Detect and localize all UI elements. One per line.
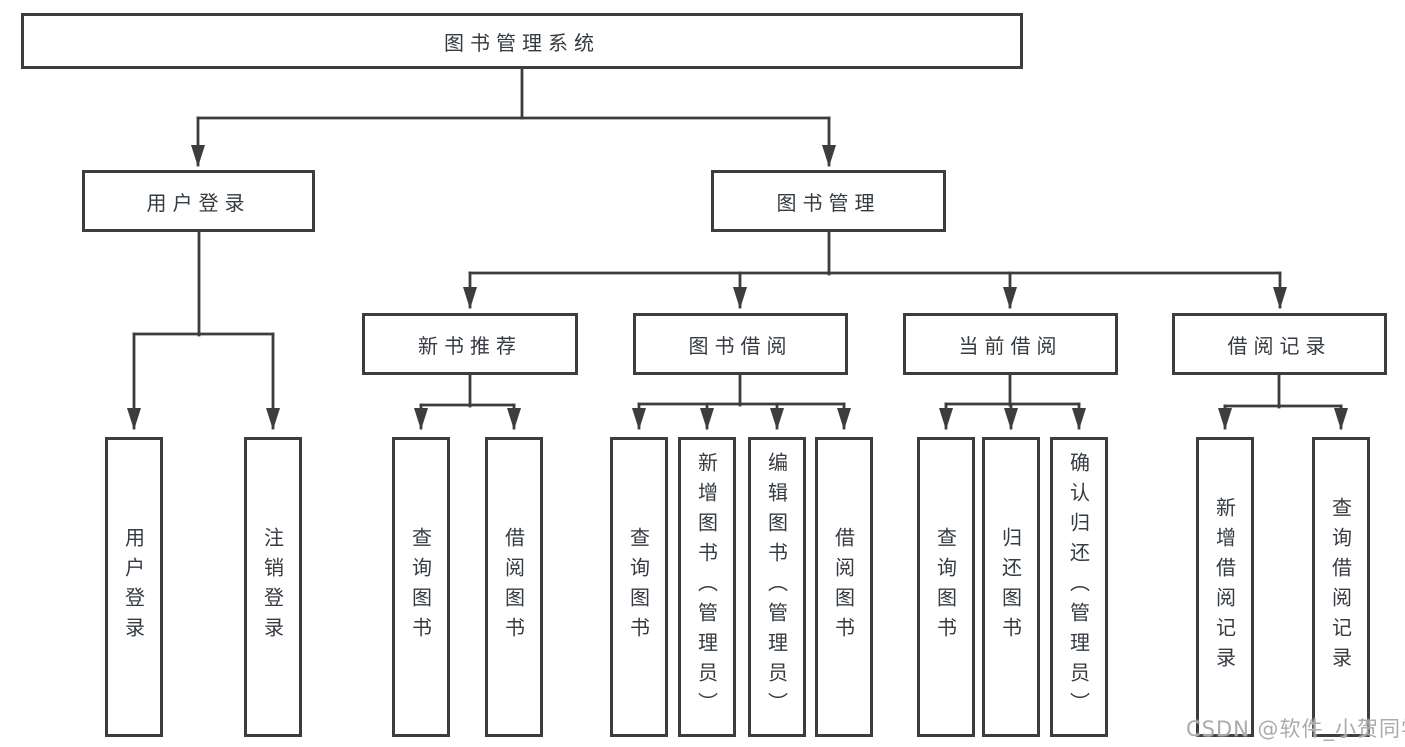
leaf-add-borrow-record: 新增借阅记录 [1196, 437, 1254, 737]
node-book-borrow: 图书借阅 [633, 313, 848, 375]
node-book-management: 图书管理 [711, 170, 946, 232]
leaf-query-books-1: 查询图书 [392, 437, 450, 737]
leaf-return-books: 归还图书 [982, 437, 1040, 737]
leaf-borrow-books-2: 借阅图书 [815, 437, 873, 737]
node-current-borrow: 当前借阅 [903, 313, 1118, 375]
leaf-edit-book-admin: 编辑图书（管理员） [748, 437, 806, 737]
node-library-system: 图书管理系统 [21, 13, 1023, 69]
leaf-borrow-books-1: 借阅图书 [485, 437, 543, 737]
node-borrow-records: 借阅记录 [1172, 313, 1387, 375]
leaf-add-book-admin: 新增图书（管理员） [678, 437, 736, 737]
leaf-user-login: 用户登录 [105, 437, 163, 737]
node-user-login-branch: 用户登录 [82, 170, 315, 232]
csdn-watermark: CSDN @软件_小贺同学 [1186, 717, 1405, 741]
leaf-query-books-2: 查询图书 [610, 437, 668, 737]
leaf-query-borrow-record: 查询借阅记录 [1312, 437, 1370, 737]
leaf-logout: 注销登录 [244, 437, 302, 737]
leaf-confirm-return-admin: 确认归还（管理员） [1050, 437, 1108, 737]
node-new-book-recommend: 新书推荐 [362, 313, 578, 375]
leaf-query-books-3: 查询图书 [917, 437, 975, 737]
